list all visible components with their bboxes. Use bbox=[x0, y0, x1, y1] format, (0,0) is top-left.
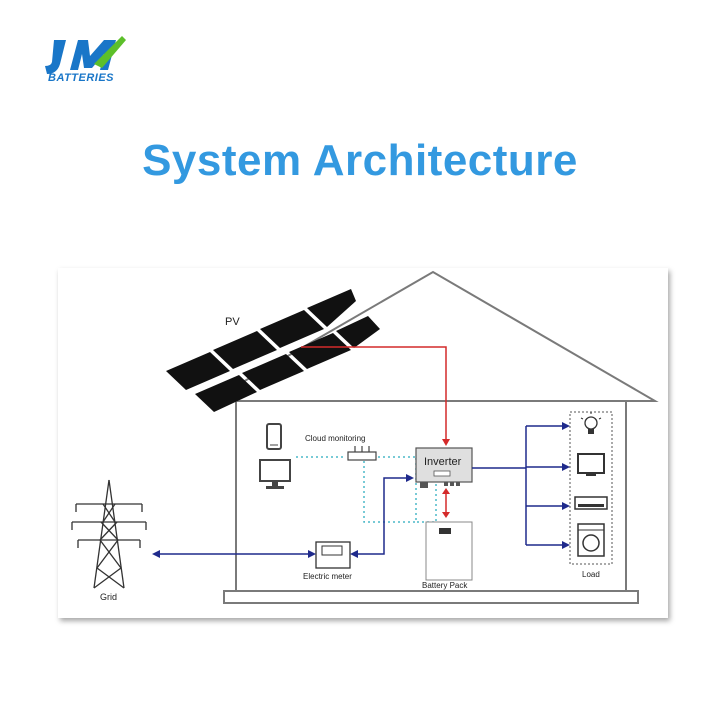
tv-icon bbox=[577, 453, 605, 476]
inverter-icon bbox=[415, 447, 473, 488]
meter-grid-arrow-icon bbox=[308, 550, 316, 558]
battery-pack-icon bbox=[425, 521, 473, 581]
light-bulb-icon bbox=[580, 412, 602, 434]
solar-panel-icon bbox=[166, 289, 380, 412]
washing-machine-icon bbox=[577, 523, 605, 557]
jm-batteries-logo bbox=[45, 36, 126, 74]
pv-label: PV bbox=[225, 316, 240, 328]
page-title: System Architecture bbox=[142, 136, 578, 185]
load-ac-lines bbox=[472, 425, 566, 546]
house-outline bbox=[206, 270, 659, 604]
phone-icon bbox=[266, 423, 282, 450]
meter-inverter-line bbox=[354, 477, 410, 555]
meter-in-arrow-icon bbox=[350, 550, 358, 558]
load-label: Load bbox=[582, 570, 600, 579]
pv-dc-line bbox=[301, 346, 447, 444]
monitoring-dotted-lines bbox=[296, 456, 437, 523]
grid-label: Grid bbox=[100, 592, 117, 602]
air-conditioner-icon bbox=[574, 496, 608, 510]
power-tower-icon bbox=[71, 479, 147, 589]
load-arrow-icons bbox=[562, 422, 570, 549]
electric-meter-icon bbox=[315, 541, 351, 569]
battery-arrow-down-icon bbox=[442, 512, 450, 518]
inverter-label: Inverter bbox=[424, 456, 462, 468]
pv-arrow-icon bbox=[442, 439, 450, 446]
router-icon bbox=[347, 446, 377, 461]
battery-arrow-up-icon bbox=[442, 488, 450, 494]
grid-arrow-icon bbox=[152, 550, 160, 558]
electric-meter-label: Electric meter bbox=[303, 572, 352, 581]
battery-pack-label: Battery Pack bbox=[422, 581, 468, 590]
inverter-in-arrow-icon bbox=[406, 474, 414, 482]
system-architecture-diagram: PV Cloud monitoring bbox=[71, 270, 659, 604]
logo-subtext: BATTERIES bbox=[48, 72, 115, 84]
monitor-icon bbox=[259, 459, 291, 489]
cloud-monitoring-label: Cloud monitoring bbox=[305, 434, 365, 443]
diagram-panel: PV Cloud monitoring bbox=[58, 268, 668, 618]
